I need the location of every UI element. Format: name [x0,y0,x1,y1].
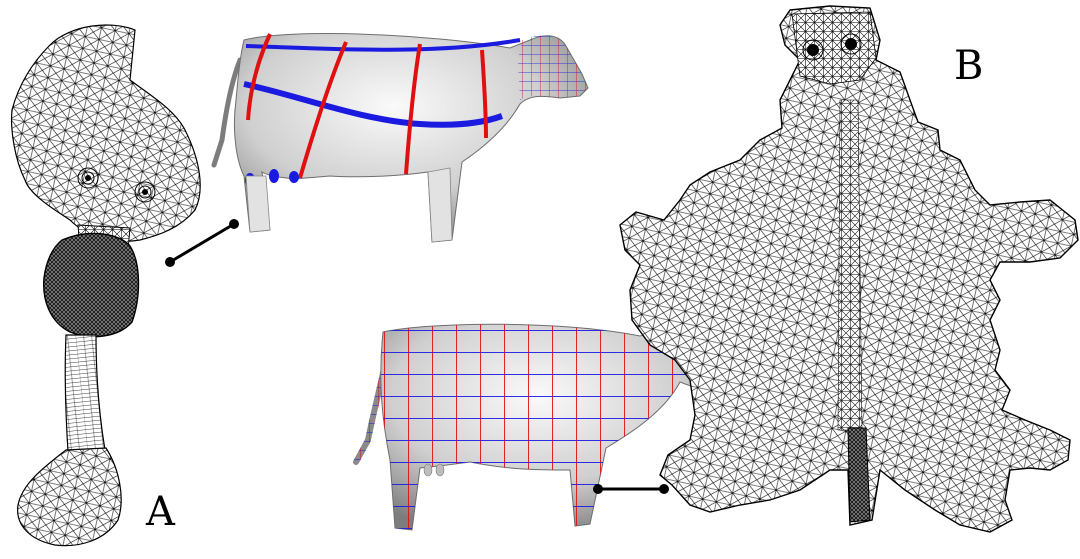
panel-b-mesh [620,6,1078,532]
cow1-front-leg [428,168,452,242]
mesh-a-dense-block [44,233,139,336]
mesh-a-leg [65,335,105,452]
panel-label-a: A [146,492,175,532]
panel-a-mesh [12,25,201,546]
cow1-back-leg [246,176,270,232]
mesh-b-spine [838,100,862,430]
mesh-b-tail [848,428,870,522]
mesh-b-head [792,12,876,84]
mesh-a-head [12,25,201,241]
mesh-a-foot [18,448,122,546]
cow1-head-grid [518,35,588,100]
cow-model-sparse [214,34,588,242]
panel-label-b: B [954,46,983,86]
connector-b [593,484,669,494]
